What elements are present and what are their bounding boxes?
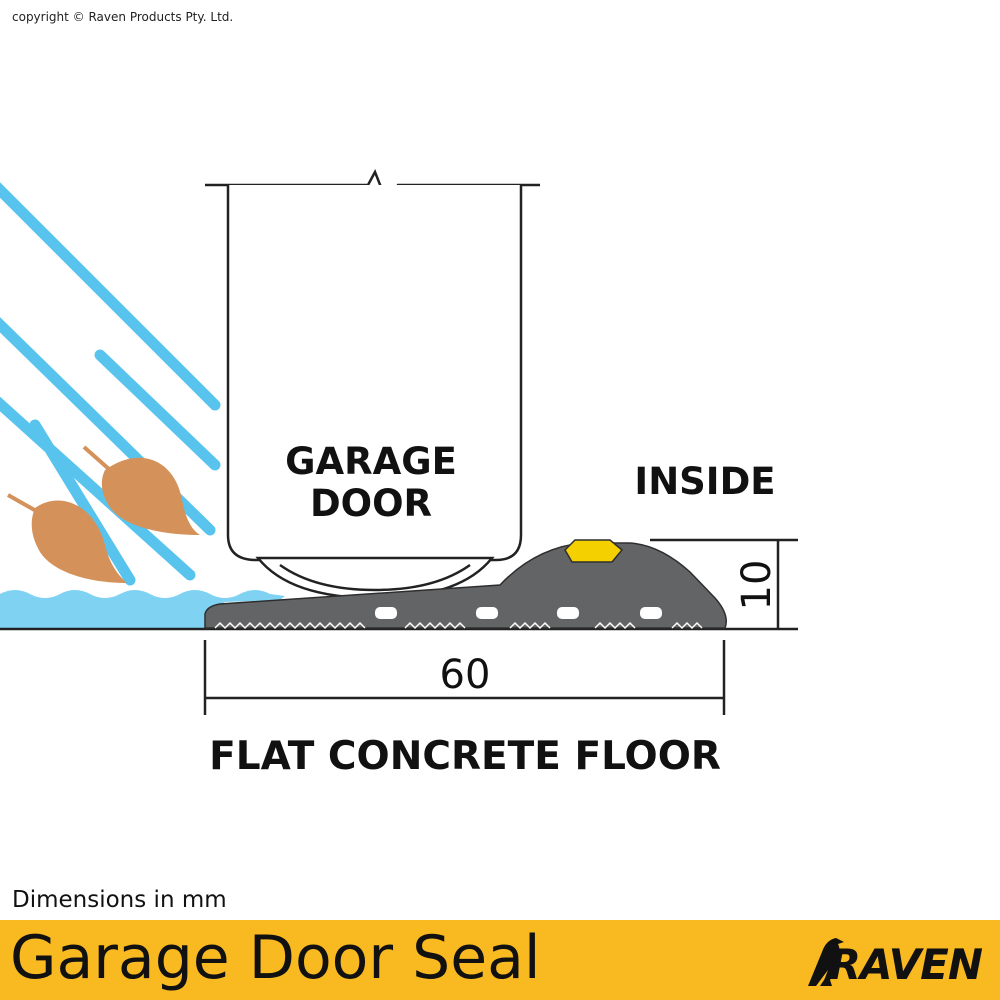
height-dimension-value: 10 [734,559,780,611]
raven-bird-icon [808,938,844,986]
leaf-stem [82,445,112,472]
rain-streak [29,419,136,586]
seal-grooves [375,607,662,619]
dimensions-note: Dimensions in mm [12,887,227,913]
leaf [101,457,200,535]
seal-serrations [214,621,703,630]
leaf-stem [7,493,39,514]
seal-insert [564,539,624,563]
rain-streak [0,182,221,411]
garage-door [205,169,540,600]
product-title: Garage Door Seal [10,923,541,993]
width-dimension [203,640,726,715]
water-waves [0,590,285,628]
leaf [31,500,127,583]
rain-streak [94,349,221,471]
floor-label: FLAT CONCRETE FLOOR [209,734,721,779]
height-dimension [650,538,798,629]
copyright-text: copyright © Raven Products Pty. Ltd. [12,10,234,24]
raven-logo: RAVEN [802,926,983,996]
width-dimension-value: 60 [439,652,491,698]
inside-label: INSIDE [634,460,776,503]
garage-door-label: GARAGE DOOR [285,440,457,525]
title-bar: Garage Door Seal RAVEN [0,920,1000,1000]
logo-wordmark: RAVEN [828,940,983,989]
rain-streak [0,396,196,581]
leaves [7,445,200,583]
